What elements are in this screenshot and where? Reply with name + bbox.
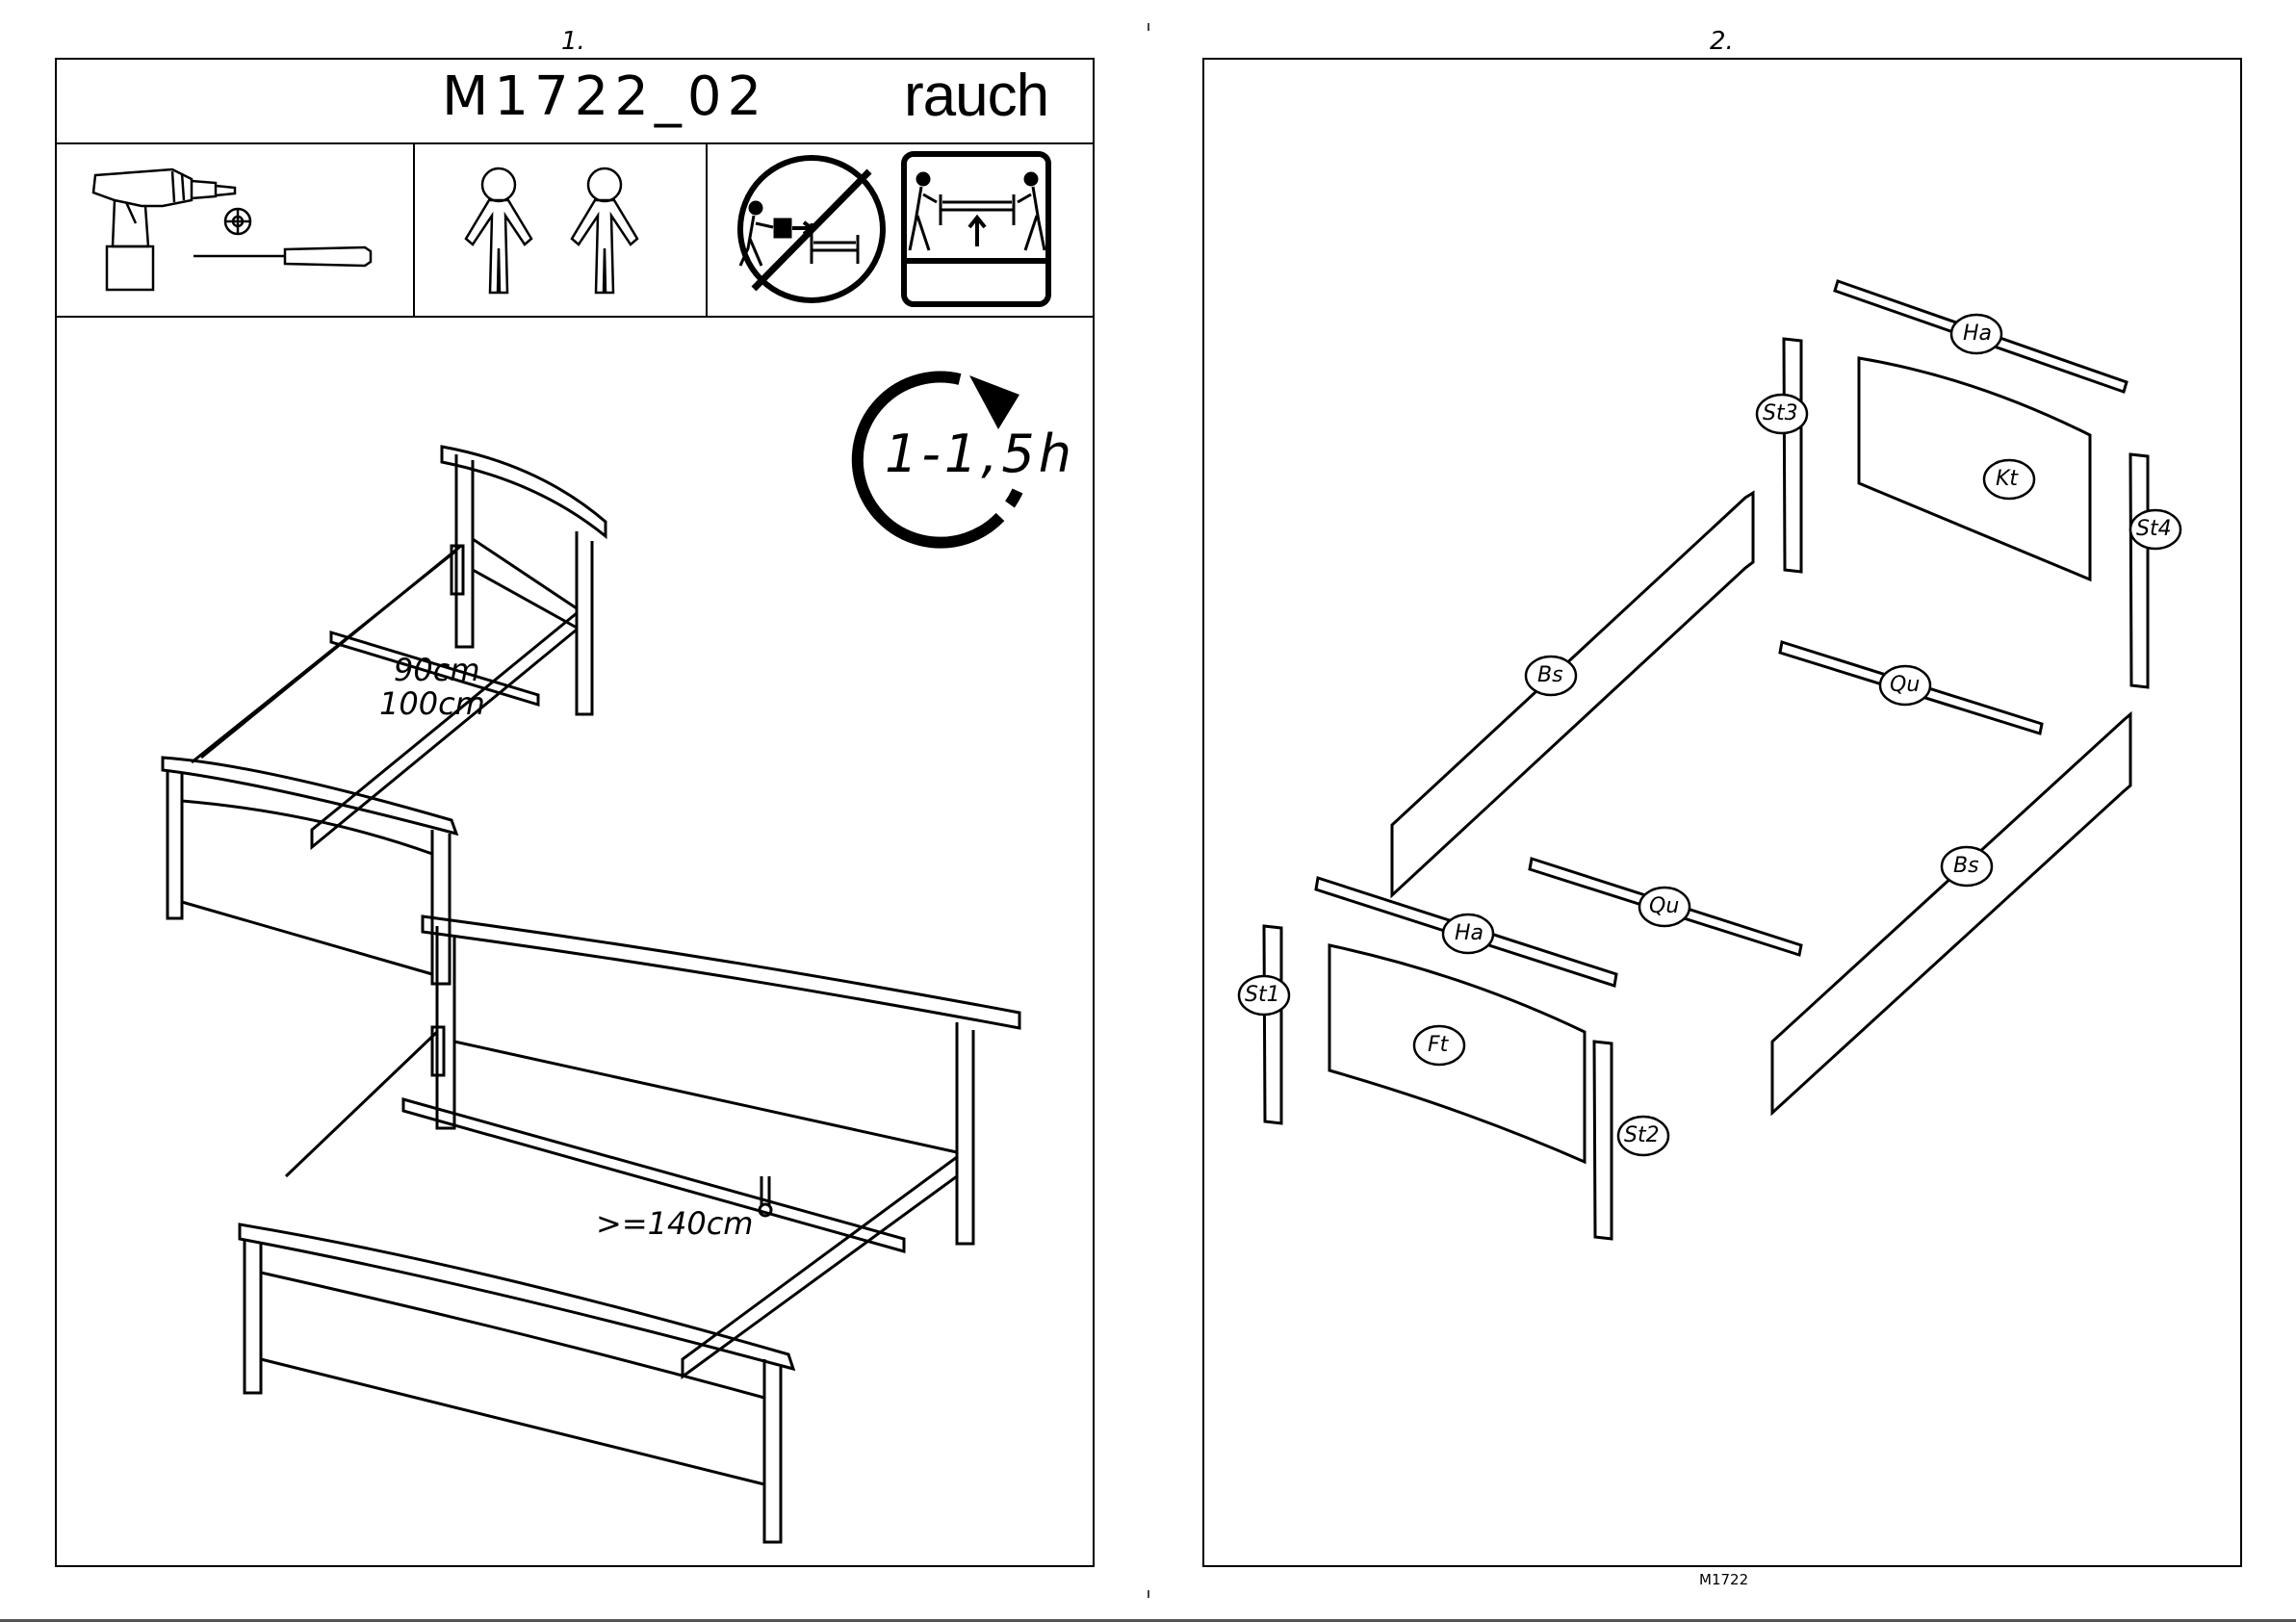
part-label-bs-left: Bs — [1537, 663, 1563, 687]
model-code: M1722_02 — [442, 65, 767, 128]
part-label-qu-bottom: Qu — [1649, 894, 1679, 918]
bed-width-single-1: 90cm — [394, 652, 479, 688]
part-label-ft: Ft — [1428, 1033, 1448, 1057]
page-number-2: 2. — [1710, 27, 1734, 56]
post-st3-part — [1784, 339, 1801, 572]
headboard-kt-part — [1859, 358, 2090, 579]
post-st4-part — [2130, 454, 2148, 687]
part-label-st1: St1 — [1245, 983, 1280, 1007]
bed-width-single-2: 100cm — [379, 685, 485, 722]
part-label-ha-top: Ha — [1963, 322, 1992, 346]
requirements-row — [57, 142, 1093, 318]
drill-icon — [93, 169, 235, 290]
tools-cell — [57, 142, 415, 316]
phillips-bit-icon — [225, 209, 250, 234]
side-rail-bs-right-part — [1772, 714, 2130, 1113]
footer-model-code: M1722 — [1699, 1571, 1748, 1588]
person-icon — [572, 168, 637, 293]
side-rail-bs-left-part — [1392, 493, 1753, 895]
assembly-time-label: 1-1,5h — [885, 424, 1075, 484]
part-label-st2: St2 — [1624, 1123, 1660, 1147]
part-label-ha-bottom: Ha — [1455, 921, 1483, 945]
brand-logo: rauch — [904, 62, 1048, 130]
fold-mark-top — [1148, 23, 1149, 31]
part-label-st4: St4 — [2136, 517, 2172, 541]
part-label-bs-right: Bs — [1953, 854, 1979, 878]
bed-width-double: >=140cm — [596, 1205, 753, 1242]
post-st2-part — [1594, 1042, 1612, 1239]
instruction-page-1: M1722_02 rauch — [55, 58, 1095, 1567]
page-number-1: 1. — [561, 27, 585, 56]
rotation-arrow-head-icon — [969, 375, 1019, 429]
post-st1-part — [1264, 926, 1281, 1123]
part-label-qu-top: Qu — [1890, 673, 1920, 697]
persons-cell — [413, 142, 708, 316]
page-header: M1722_02 rauch — [57, 60, 1093, 144]
fold-mark-bottom — [1148, 1590, 1149, 1598]
no-drag-bed-icon — [740, 158, 883, 300]
instruction-page-2: Ha St3 Kt St4 Bs Qu Bs Qu Ha St1 Ft St2 — [1202, 58, 2242, 1567]
part-label-kt: Kt — [1996, 467, 2018, 491]
lift-bed-icon — [904, 154, 1048, 304]
screwdriver-icon — [193, 247, 371, 266]
handling-cell — [706, 142, 1095, 316]
part-label-st3: St3 — [1763, 401, 1798, 425]
exploded-parts-illustration — [1204, 60, 2240, 1565]
person-icon — [466, 168, 531, 293]
